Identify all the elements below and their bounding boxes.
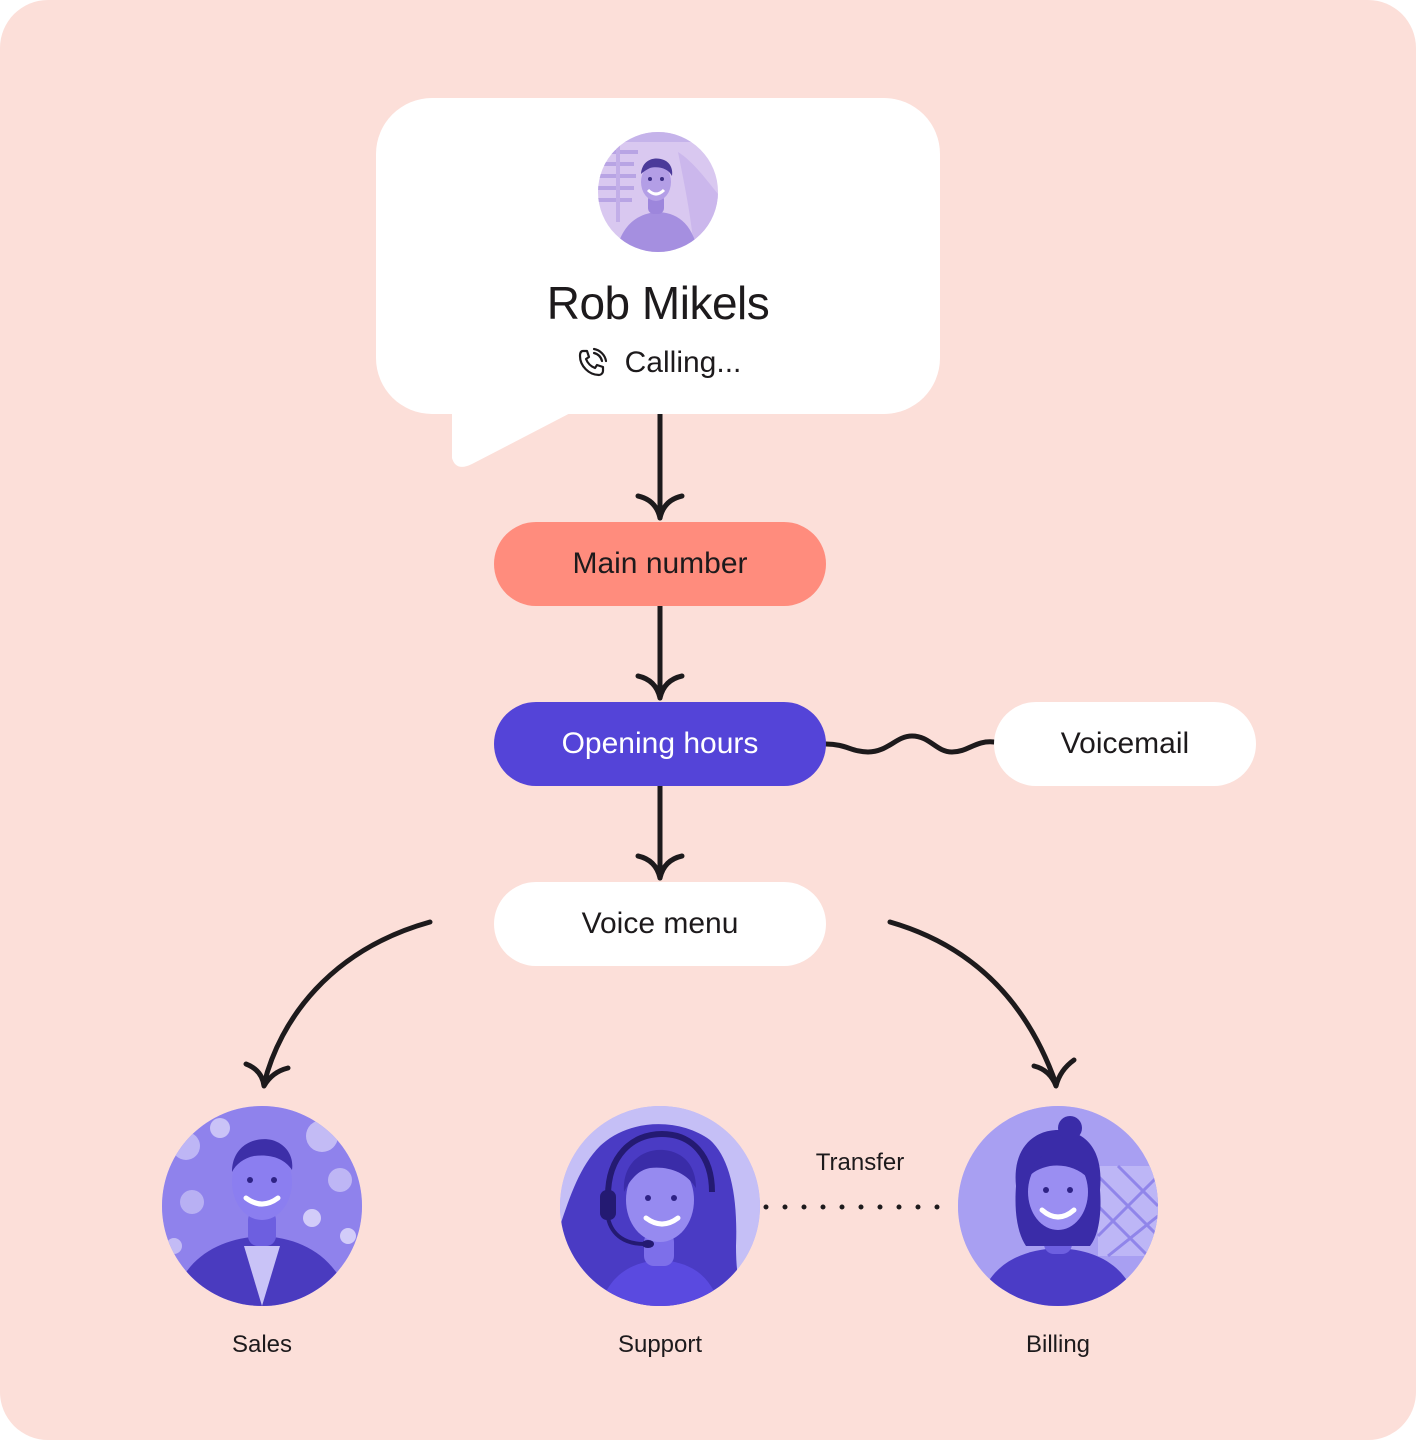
main-number-label: Main number [572, 547, 748, 580]
sales-agent-avatar[interactable] [162, 1106, 362, 1306]
transfer-label: Transfer [815, 1149, 905, 1176]
support-agent-photo [560, 1106, 760, 1306]
caller-avatar [598, 132, 718, 252]
support-label: Support [617, 1331, 703, 1358]
call-status-text: Calling... [624, 346, 742, 379]
voicemail-node[interactable]: Voicemail [994, 702, 1256, 786]
voice-menu-node[interactable]: Voice menu [494, 882, 826, 966]
sales-agent-photo [162, 1106, 362, 1306]
opening-hours-node[interactable]: Opening hours [494, 702, 826, 786]
arrowhead-hours [635, 673, 685, 701]
caller-name: Rob Mikels [546, 277, 770, 329]
support-agent-avatar[interactable] [560, 1106, 760, 1306]
arrowhead-menu [635, 853, 685, 881]
phone-calling-icon [578, 347, 607, 377]
voicemail-label: Voicemail [1060, 727, 1190, 760]
connector-menu-to-billing [887, 919, 1059, 1087]
caller-card: Rob Mikels Calling... [376, 98, 940, 414]
voice-menu-label: Voice menu [581, 907, 739, 940]
connector-hours-to-voicemail [823, 733, 997, 755]
main-number-node[interactable]: Main number [494, 522, 826, 606]
billing-agent-photo [958, 1106, 1158, 1306]
arrowhead-main [635, 493, 685, 521]
call-status: Calling... [376, 346, 940, 380]
arrowhead-sales [243, 1061, 291, 1089]
speech-bubble-tail [452, 400, 580, 467]
sales-label: Sales [231, 1331, 293, 1358]
caller-avatar-photo [598, 132, 718, 252]
billing-label: Billing [1025, 1331, 1091, 1358]
billing-agent-avatar[interactable] [958, 1106, 1158, 1306]
opening-hours-label: Opening hours [561, 727, 759, 760]
connector-menu-to-sales [261, 919, 433, 1087]
arrowhead-billing [1031, 1057, 1077, 1089]
